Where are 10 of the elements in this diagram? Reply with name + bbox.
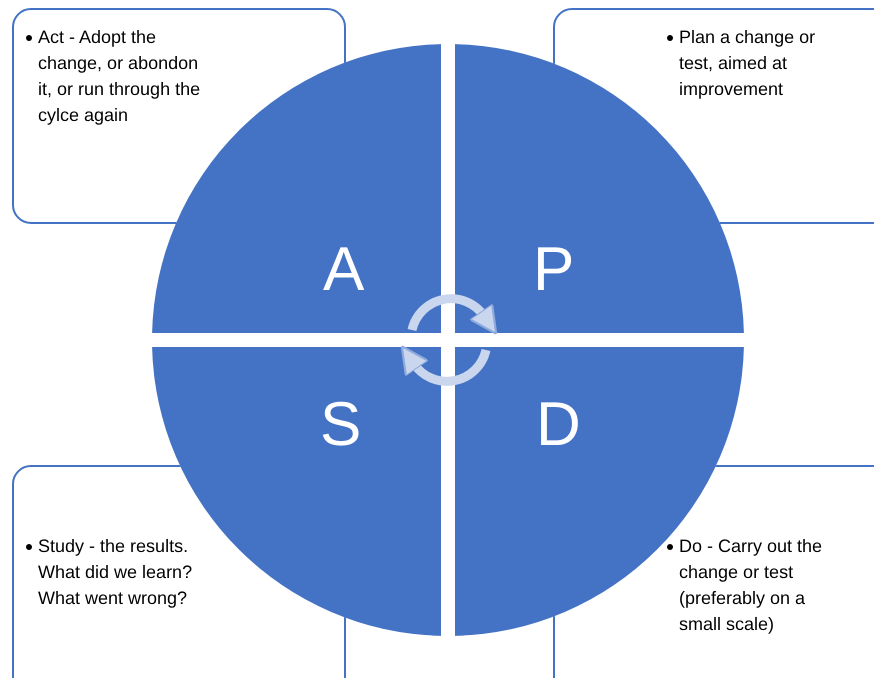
- quadrant-letter: S: [320, 390, 362, 460]
- cycle-arrow: [408, 294, 498, 334]
- quadrant-letter: P: [533, 235, 574, 305]
- bullet-text: Plan a change or test, aimed at improvement: [679, 26, 816, 101]
- quadrant-letter: D: [536, 390, 581, 460]
- quadrant-letter: A: [323, 235, 364, 305]
- bullet-text: Study - the results. What did we learn? What went wrong?: [38, 535, 194, 610]
- bullet-text: Act - Adopt the change, or abondon it, or run through the cylce again: [38, 26, 202, 127]
- bullet-text: Do - Carry out the change or test (preferably on a small scale): [679, 535, 824, 636]
- cycle-arrow: [400, 346, 490, 386]
